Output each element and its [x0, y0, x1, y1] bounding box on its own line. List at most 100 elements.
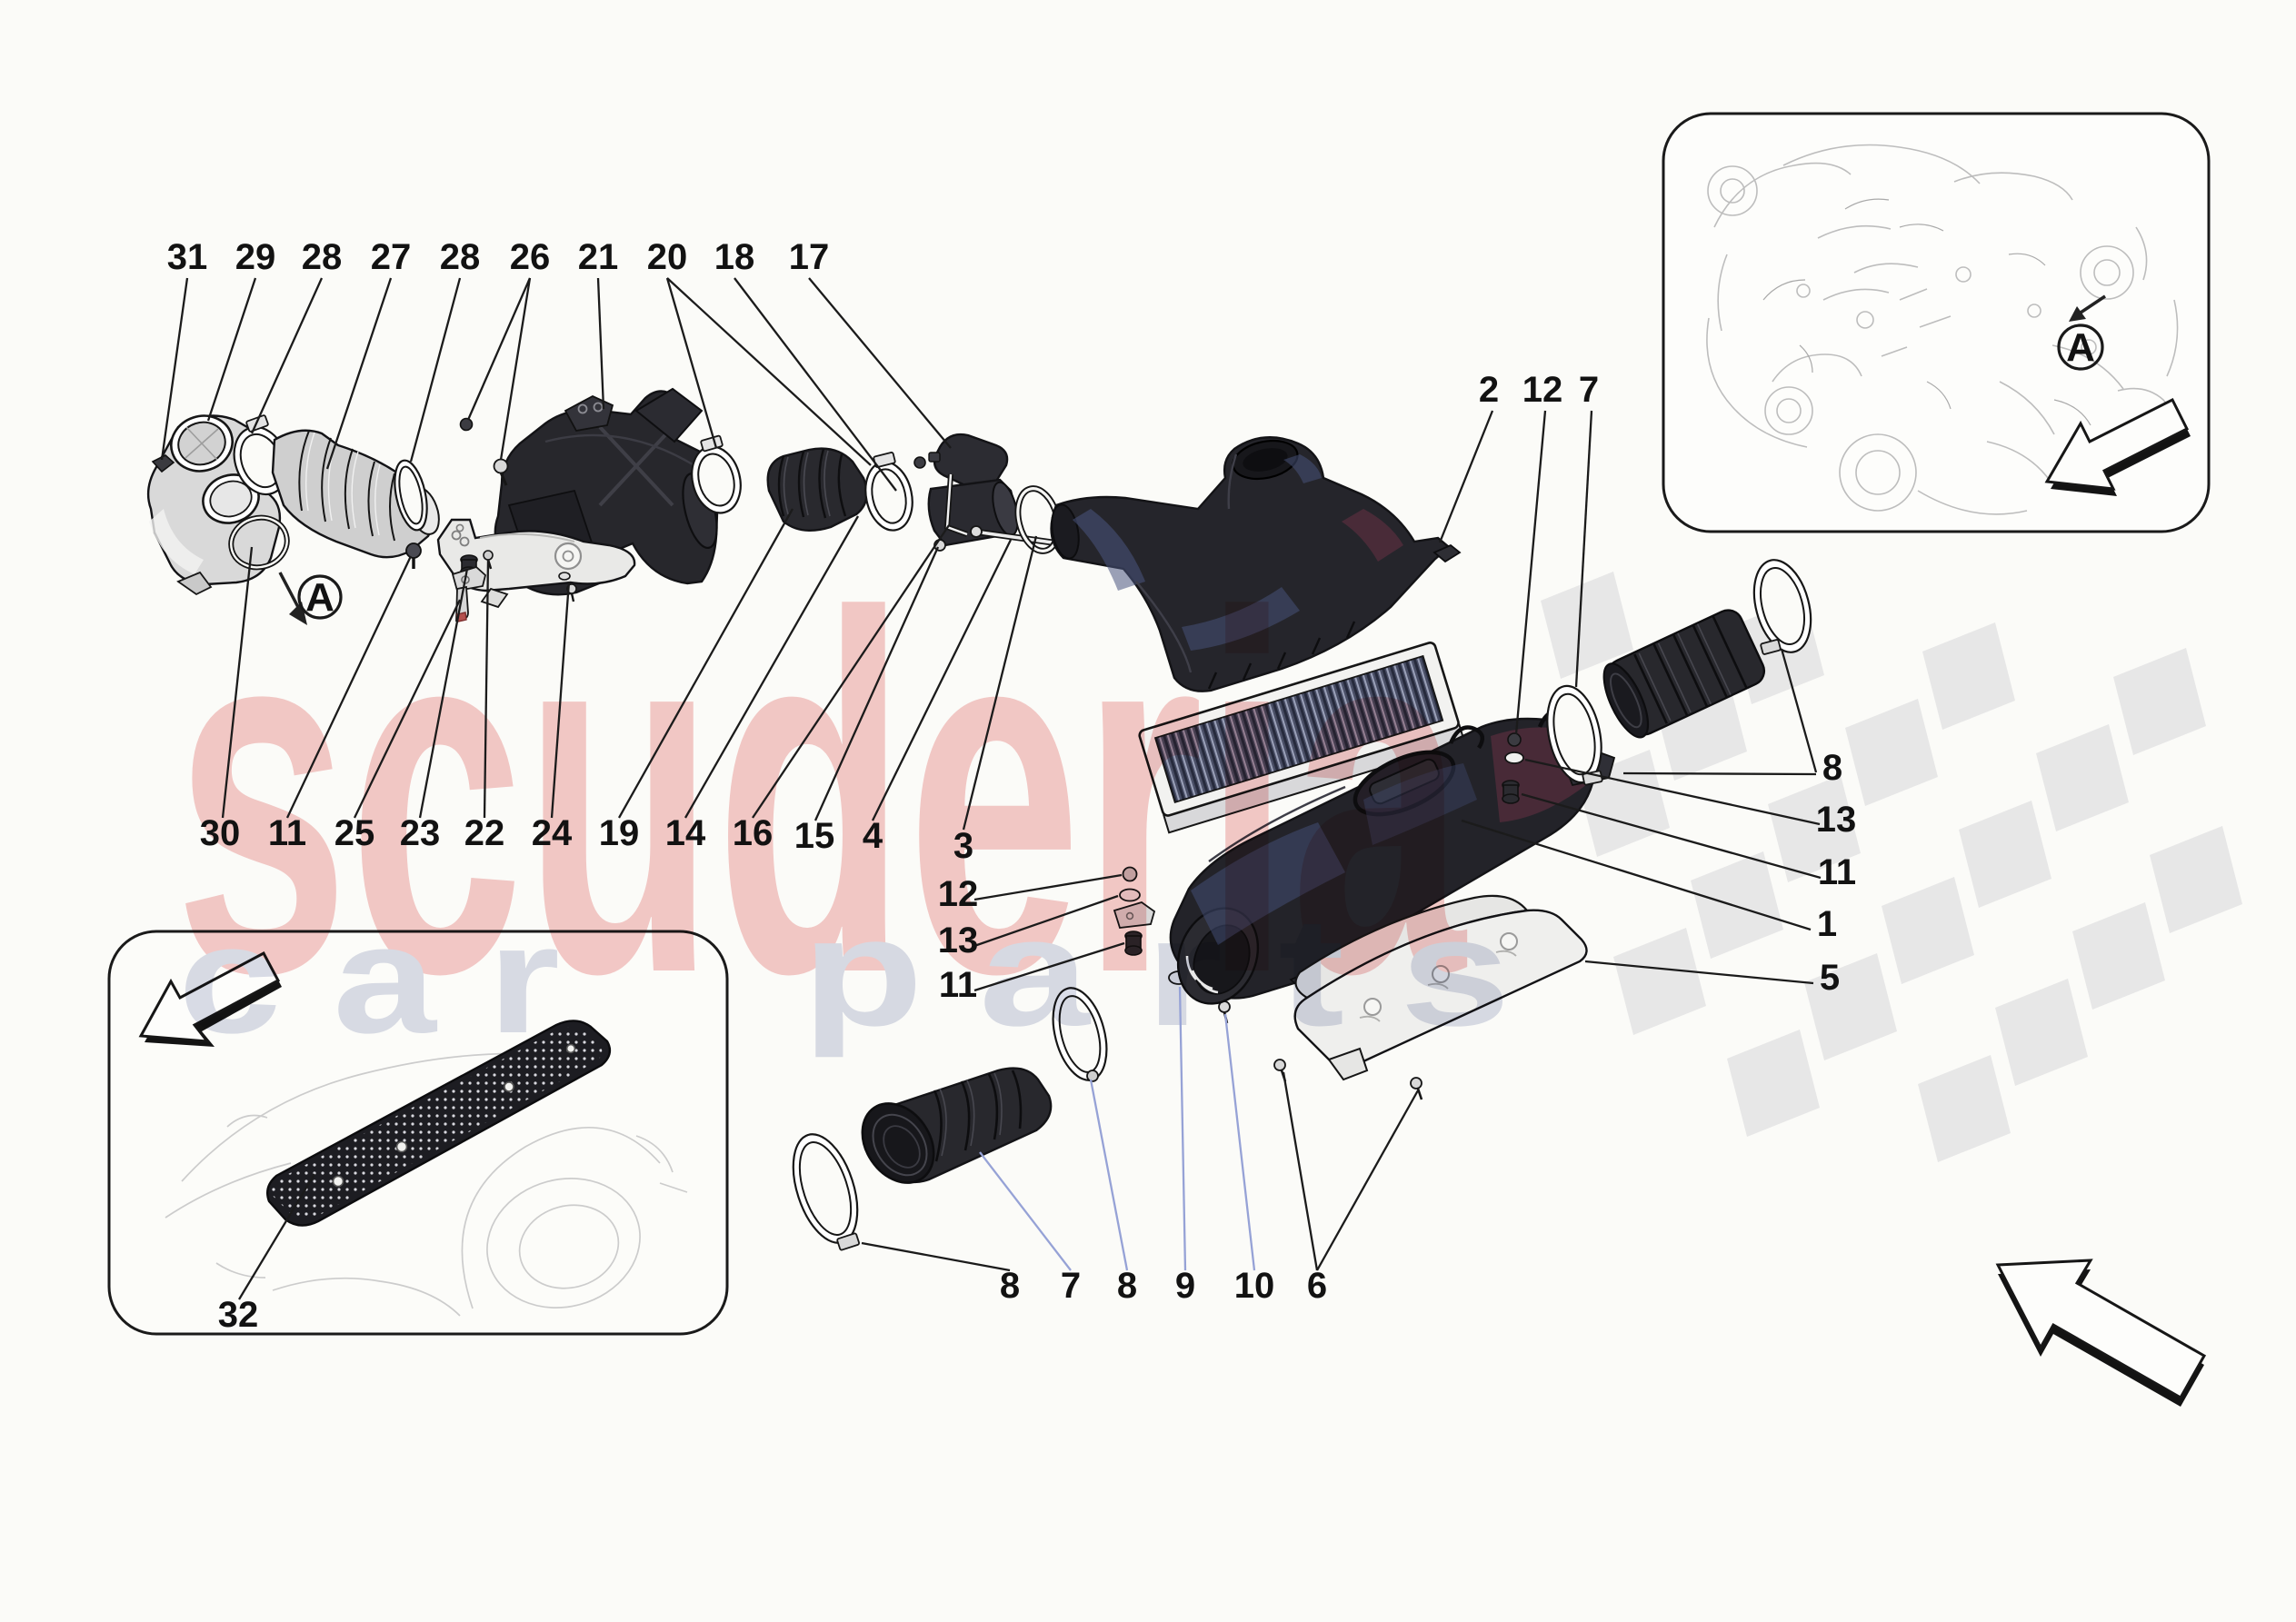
- callout-label: 4: [863, 816, 883, 856]
- callout-label: 15: [794, 816, 835, 856]
- callout-label: 11: [268, 813, 306, 853]
- callout-label: 8: [1000, 1266, 1020, 1306]
- callout-label: 11: [939, 965, 977, 1005]
- callout-label: 25: [334, 813, 375, 853]
- callout-labels: 31 29 28 27 28 26 21 20 18 17 2 12 7 30 …: [167, 237, 1857, 1335]
- watermark-secondary-left: c a r: [178, 893, 560, 1066]
- callout-label: 17: [789, 237, 830, 277]
- shield-hole: [1500, 932, 1518, 950]
- y-intake-duct: [1050, 436, 1462, 692]
- car-body-ghost-sketch: [165, 1052, 688, 1317]
- retaining-pin: [973, 530, 1066, 546]
- callout-label: 29: [235, 237, 276, 277]
- grille-stud: [395, 1140, 408, 1153]
- hose-clamp: [792, 1133, 861, 1251]
- callout-label: 19: [599, 813, 640, 853]
- detail-marker-left: A: [278, 572, 343, 625]
- shield-screws: [1273, 1059, 1423, 1100]
- clamp-screw-block: [1760, 639, 1782, 655]
- shield-hole: [1432, 965, 1450, 983]
- grille-stud: [565, 1043, 576, 1054]
- watermark-secondary-right: p a r t s: [802, 886, 1511, 1059]
- detail-pointer-line: [2077, 294, 2106, 316]
- callout-label: 5: [1820, 958, 1840, 998]
- mesh-grille-part: [266, 1020, 612, 1227]
- detail-marker-circle: [297, 574, 343, 620]
- callout-label: 21: [578, 237, 619, 277]
- grille-stud: [332, 1175, 344, 1188]
- callout-label: 22: [464, 813, 505, 853]
- grille-inset: [107, 930, 729, 1336]
- callout-label: 26: [510, 237, 551, 277]
- callout-label: 31: [167, 237, 208, 277]
- support-bracket: [451, 565, 487, 622]
- engine-reference-inset: A: [1662, 112, 2211, 533]
- detail-marker-a: A: [2066, 325, 2095, 370]
- callout-label: 20: [647, 237, 688, 277]
- air-intake-bellows: [1602, 609, 1766, 739]
- callout-label: 7: [1061, 1266, 1081, 1306]
- exploded-assembly: A: [146, 387, 2207, 1407]
- hose-clamp: [394, 459, 428, 532]
- callout-label: 8: [1822, 748, 1842, 788]
- callout-label: 12: [1522, 370, 1563, 410]
- callout-label: 1: [1817, 904, 1837, 944]
- callout-label: 16: [733, 813, 774, 853]
- detail-marker-a: A: [305, 575, 334, 620]
- o-ring-seal: [228, 514, 290, 571]
- callout-label: 12: [938, 874, 979, 914]
- nut: [913, 456, 926, 469]
- washer: [1504, 751, 1524, 764]
- callout-label: 13: [938, 920, 979, 960]
- nut: [1507, 732, 1522, 747]
- direction-arrow: [2044, 397, 2191, 496]
- callout-label: 9: [1175, 1266, 1195, 1306]
- filter-pleats: [1153, 654, 1444, 803]
- hose-clamp: [691, 434, 742, 514]
- direction-arrow: [1995, 1259, 2207, 1407]
- detail-marker-circle: [2057, 323, 2104, 371]
- callout-label: 30: [200, 813, 241, 853]
- heat-shield-lower: [1293, 894, 1588, 1081]
- callout-label: 7: [1579, 370, 1599, 410]
- air-intake-bellows: [861, 1067, 1053, 1184]
- callout-label: 10: [1234, 1266, 1275, 1306]
- brand-watermark: scuderia c a r p a r t s: [175, 510, 1511, 1079]
- rubber-mount: [405, 542, 422, 569]
- duct-fin: [634, 387, 704, 443]
- callout-label: 18: [714, 237, 755, 277]
- nut: [459, 417, 474, 432]
- shield-hole: [1363, 998, 1382, 1016]
- screws: [558, 572, 577, 602]
- hose-clamp: [1752, 559, 1812, 655]
- callout-label: 24: [532, 813, 573, 853]
- air-filter-element: [1138, 642, 1466, 834]
- bracket: [1113, 901, 1156, 929]
- callout-label: 11: [1818, 852, 1856, 892]
- hose-clamp: [1052, 987, 1108, 1082]
- callout-label: 13: [1816, 800, 1857, 840]
- detail-pointer-arrowhead: [2069, 306, 2086, 322]
- watermark-primary: scuderia: [175, 510, 1467, 1079]
- clamp-screw-block: [836, 1232, 861, 1251]
- callout-label: 28: [302, 237, 343, 277]
- nut: [1122, 866, 1138, 882]
- clamp-screw-block: [1086, 1070, 1099, 1082]
- inlet-stripes: [1185, 955, 1219, 994]
- hose-clamp: [864, 452, 913, 532]
- callout-label: 6: [1307, 1266, 1327, 1306]
- callout-label: 27: [371, 237, 412, 277]
- leader-lines: [160, 277, 1822, 1300]
- callout-label: 2: [1479, 370, 1499, 410]
- washer: [1119, 888, 1141, 902]
- latch-hook: [1448, 725, 1485, 750]
- callout-label: 32: [218, 1295, 259, 1335]
- callout-label: 28: [440, 237, 481, 277]
- callout-label: 14: [665, 813, 706, 853]
- maf-sensor-assembly: [927, 433, 1066, 552]
- grille-stud: [504, 1081, 514, 1092]
- shield-boss: [554, 542, 583, 571]
- inset-border: [1662, 112, 2211, 533]
